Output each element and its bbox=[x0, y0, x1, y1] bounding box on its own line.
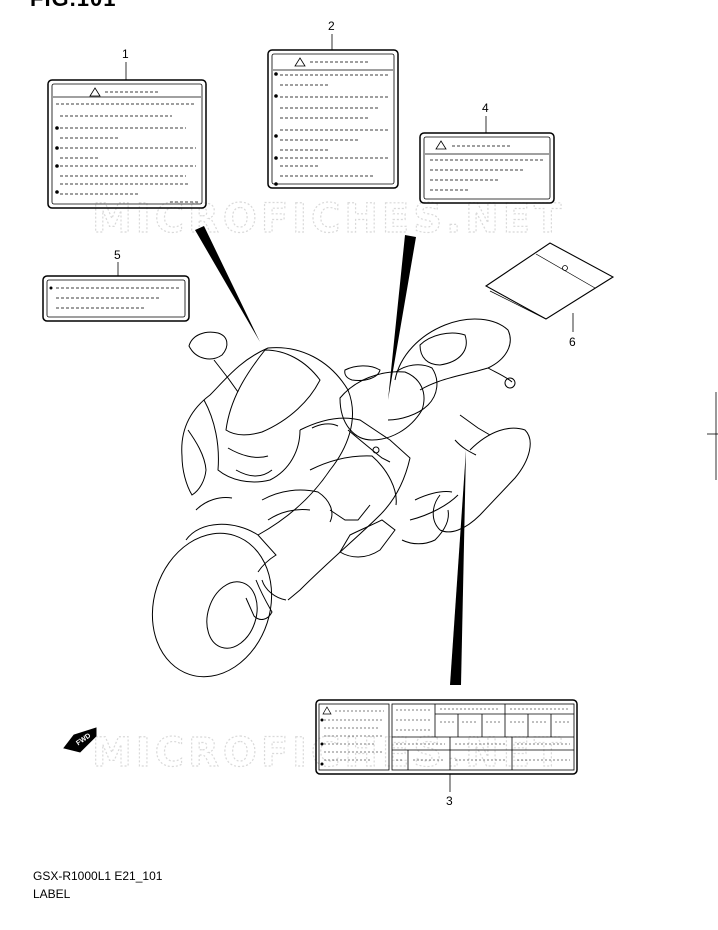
pointer-label-1 bbox=[195, 226, 260, 342]
callout-3: 3 bbox=[446, 794, 453, 808]
callout-5: 5 bbox=[114, 248, 121, 262]
warning-triangle-icon bbox=[435, 140, 447, 150]
label-1-sticker[interactable] bbox=[47, 79, 207, 209]
label-2-sticker[interactable] bbox=[267, 49, 399, 189]
section-name: LABEL bbox=[33, 887, 71, 901]
motorcycle-outline bbox=[151, 318, 531, 678]
label-4-sticker[interactable] bbox=[419, 132, 555, 204]
figure-title: FIG.101 bbox=[30, 0, 116, 12]
callout-6: 6 bbox=[569, 335, 576, 349]
pointer-label-2 bbox=[388, 235, 416, 400]
pointer-label-3 bbox=[450, 450, 466, 685]
label-3-sticker[interactable] bbox=[315, 699, 578, 775]
fwd-direction-arrow-icon: FWD bbox=[63, 727, 97, 753]
model-code: GSX-R1000L1 E21_101 bbox=[33, 869, 163, 883]
label-6-card[interactable] bbox=[484, 242, 615, 320]
label-5-sticker[interactable] bbox=[42, 275, 190, 322]
warning-triangle-icon bbox=[294, 57, 306, 67]
callout-1: 1 bbox=[122, 47, 129, 61]
callout-2: 2 bbox=[328, 19, 335, 33]
warning-triangle-icon bbox=[322, 706, 332, 715]
warning-triangle-icon bbox=[89, 87, 101, 97]
callout-4: 4 bbox=[482, 101, 489, 115]
